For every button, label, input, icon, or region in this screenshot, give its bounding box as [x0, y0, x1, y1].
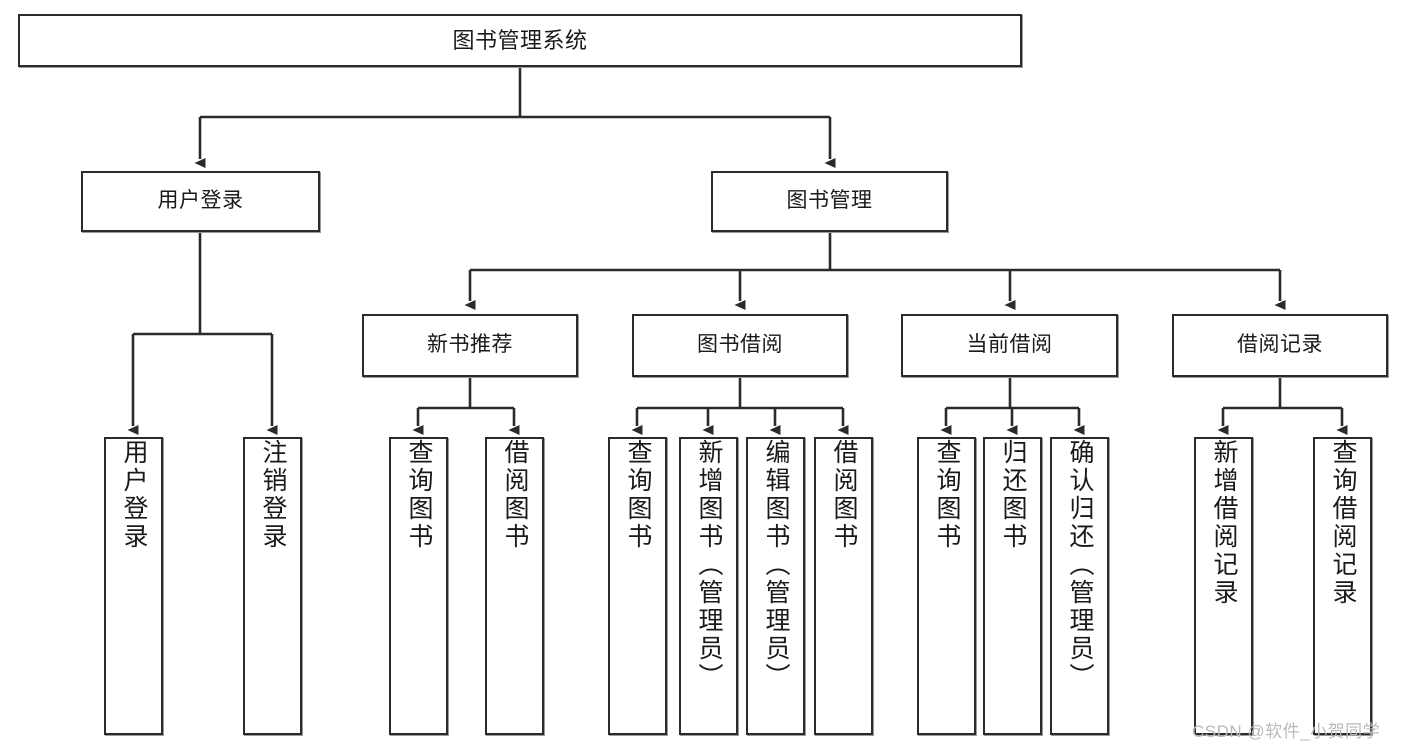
node-label: 借阅记录 — [1237, 333, 1323, 357]
node-label: 新书推荐 — [427, 333, 513, 357]
node-label: 借阅图书 — [830, 439, 858, 551]
node-label: 借阅图书 — [501, 439, 529, 551]
node-user-login[interactable]: 用户登录 — [81, 171, 320, 232]
leaf-add-borrow-record[interactable]: 新增借阅记录 — [1194, 437, 1253, 735]
node-label: 用户登录 — [157, 189, 244, 213]
node-label: 查询图书 — [405, 439, 433, 551]
leaf-edit-book-admin[interactable]: 编辑图书（管理员） — [746, 437, 805, 735]
node-new-book-recommendation[interactable]: 新书推荐 — [362, 314, 578, 377]
node-book-management[interactable]: 图书管理 — [711, 171, 948, 232]
node-label: 查询图书 — [933, 439, 961, 551]
node-label: 新增图书（管理员） — [695, 439, 723, 691]
leaf-return-books[interactable]: 归还图书 — [983, 437, 1042, 735]
leaf-borrow-books[interactable]: 借阅图书 — [814, 437, 873, 735]
leaf-user-login[interactable]: 用户登录 — [104, 437, 163, 735]
node-label: 新增借阅记录 — [1210, 439, 1238, 607]
node-borrow-records[interactable]: 借阅记录 — [1172, 314, 1388, 377]
node-label: 用户登录 — [120, 439, 148, 551]
leaf-query-borrow-record[interactable]: 查询借阅记录 — [1313, 437, 1372, 735]
node-label: 注销登录 — [259, 439, 287, 551]
node-label: 查询图书 — [624, 439, 652, 551]
leaf-confirm-return-admin[interactable]: 确认归还（管理员） — [1050, 437, 1109, 735]
node-label: 编辑图书（管理员） — [762, 439, 790, 691]
leaf-borrow-books-recommend[interactable]: 借阅图书 — [485, 437, 544, 735]
leaf-query-books-recommend[interactable]: 查询图书 — [389, 437, 448, 735]
node-book-borrowing[interactable]: 图书借阅 — [632, 314, 848, 377]
node-current-borrowing[interactable]: 当前借阅 — [901, 314, 1118, 377]
leaf-add-book-admin[interactable]: 新增图书（管理员） — [679, 437, 738, 735]
watermark-text: CSDN @软件_小贺同学 — [1192, 722, 1381, 741]
node-label: 图书借阅 — [697, 333, 783, 357]
node-label: 图书管理系统 — [452, 27, 588, 53]
node-label: 查询借阅记录 — [1329, 439, 1357, 607]
node-label: 确认归还（管理员） — [1066, 439, 1094, 691]
node-label: 归还图书 — [999, 439, 1027, 551]
leaf-query-books-current[interactable]: 查询图书 — [917, 437, 976, 735]
node-label: 图书管理 — [786, 189, 873, 213]
leaf-query-books-borrow[interactable]: 查询图书 — [608, 437, 667, 735]
node-root-book-management-system[interactable]: 图书管理系统 — [18, 14, 1022, 67]
node-label: 当前借阅 — [966, 333, 1053, 357]
leaf-logout[interactable]: 注销登录 — [243, 437, 302, 735]
